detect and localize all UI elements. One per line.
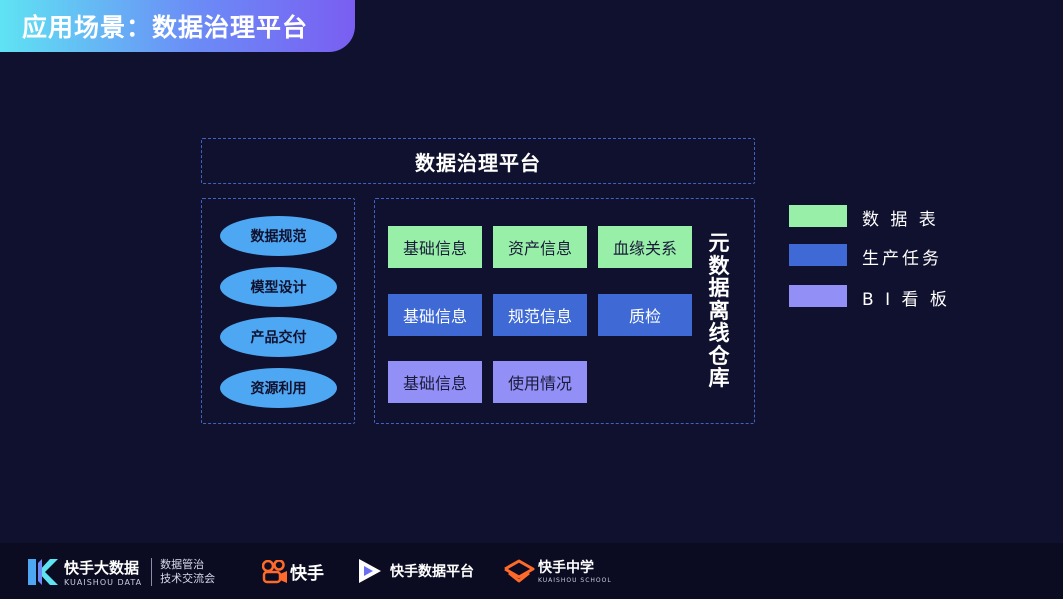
legend-label-task: 生产任务 [862, 249, 942, 269]
platform-title-box: 数据治理平台 [201, 138, 755, 184]
footer-brand1-line2: 技术交流会 [160, 572, 216, 585]
footer-separator [151, 558, 153, 586]
kuaishou-data-logo-icon [28, 559, 58, 585]
platform-title: 数据治理平台 [415, 150, 541, 175]
legend-label-bi: B I 看 板 [862, 290, 950, 310]
legend-swatch-bi [789, 285, 847, 307]
legend-swatch-task [789, 244, 847, 266]
cell-quality-check: 质检 [598, 294, 692, 336]
left-item-product-delivery: 产品交付 [220, 317, 337, 357]
left-item-resource-usage: 资源利用 [220, 368, 337, 408]
right-panel [374, 198, 755, 424]
legend-label-table: 数 据 表 [862, 210, 939, 230]
footer-brand-kuaishou-data: 快手大数据 KUAISHOU DATA 数据管治 技术交流会 [28, 557, 215, 587]
left-panel [201, 198, 355, 424]
footer-brand1-line1: 数据管治 [160, 558, 205, 571]
kuaishou-school-logo-icon [504, 559, 535, 582]
metadata-warehouse-label: 元数据离线仓库 [708, 231, 730, 390]
footer-brand2: 快手 [290, 564, 324, 584]
cell-asset-info: 资产信息 [493, 226, 587, 268]
footer-brand4-sub: KUAISHOU SCHOOL [538, 577, 612, 584]
page-title-tab: 应用场景：数据治理平台 [0, 0, 355, 52]
footer-brand3: 快手数据平台 [390, 564, 474, 580]
cell-usage: 使用情况 [493, 361, 587, 403]
cell-basic-info-table: 基础信息 [388, 226, 482, 268]
footer-brand-kuaishou: 快手 [262, 559, 324, 584]
footer-brand1-main: 快手大数据 [64, 559, 140, 577]
footer-bar: 快手大数据 KUAISHOU DATA 数据管治 技术交流会 快手 快手数据平台 [0, 543, 1063, 599]
cell-basic-info-task: 基础信息 [388, 294, 482, 336]
footer-brand-data-platform: 快手数据平台 [356, 558, 474, 584]
cell-standard-info: 规范信息 [493, 294, 587, 336]
footer-brand-kuaishou-school: 快手中学 KUAISHOU SCHOOL [503, 557, 612, 584]
left-item-model-design: 模型设计 [220, 267, 337, 307]
cell-lineage: 血缘关系 [598, 226, 692, 268]
cell-basic-info-bi: 基础信息 [388, 361, 482, 403]
data-platform-logo-icon [359, 559, 381, 583]
footer-brand1-sub: KUAISHOU DATA [64, 578, 143, 587]
kuaishou-logo-icon [262, 559, 287, 583]
page-title: 应用场景：数据治理平台 [22, 13, 309, 42]
left-item-data-standard: 数据规范 [220, 216, 337, 256]
footer-brand4-main: 快手中学 [538, 560, 594, 576]
legend-swatch-table [789, 205, 847, 227]
